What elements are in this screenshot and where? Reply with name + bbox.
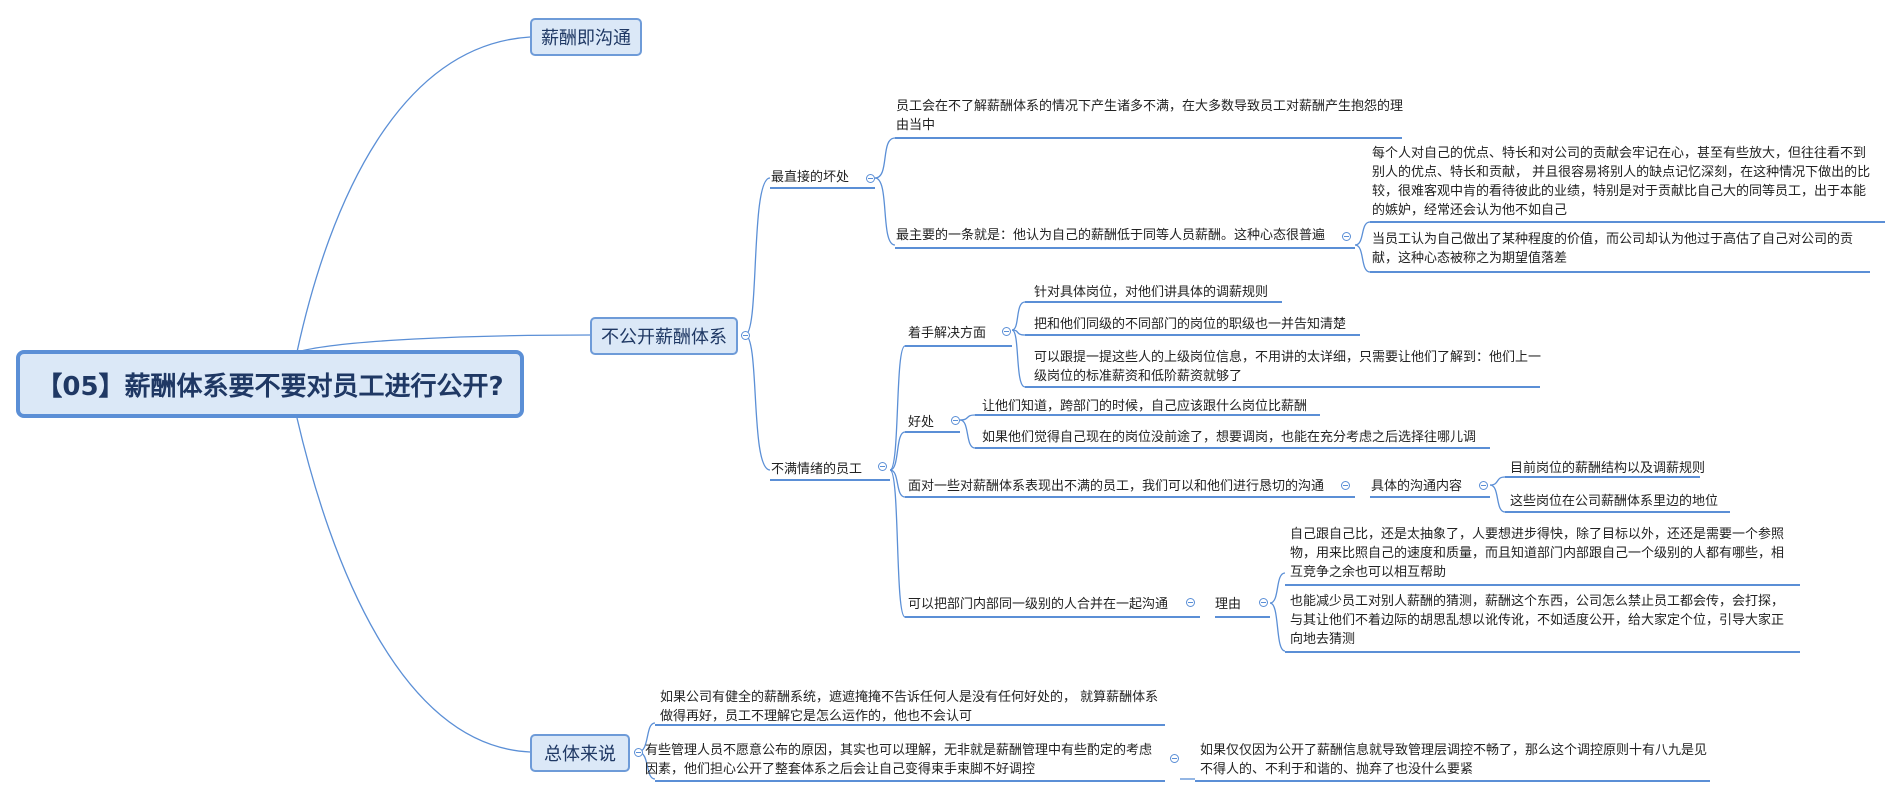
root-topic[interactable]: 【05】薪酬体系要不要对员工进行公开? [16, 350, 524, 418]
node-start-solve[interactable]: 着手解决方面 [908, 326, 987, 341]
node-direct-1[interactable]: 员工会在不了解薪酬体系的情况下产生诸多不满，在大多数导致员工对薪酬产生抱怨的理由… [896, 99, 1404, 133]
node-start-2[interactable]: 把和他们同级的不同部门的岗位的职级也一并告知清楚 [1034, 317, 1347, 332]
node-summary-1[interactable]: 如果公司有健全的薪酬系统，遮遮掩掩不告诉任何人是没有任何好处的， 就算薪酬体系做… [660, 690, 1159, 724]
collapse-toggle-icon[interactable] [866, 174, 875, 183]
node-benefit-2[interactable]: 如果他们觉得自己现在的岗位没前途了，想要调岗，也能在充分考虑之后选择往哪儿调 [982, 430, 1477, 445]
branch-not-public[interactable]: 不公开薪酬体系 [590, 317, 738, 355]
collapse-toggle-icon[interactable] [1186, 598, 1195, 607]
collapse-toggle-icon[interactable] [1342, 232, 1351, 241]
node-summary-2a[interactable]: 如果仅仅因为公开了薪酬信息就导致管理层调控不畅了，那么这个调控原则十有八九是见不… [1200, 743, 1708, 777]
collapse-toggle-icon[interactable] [634, 748, 643, 757]
node-unhappy-staff[interactable]: 不满情绪的员工 [771, 462, 863, 477]
node-comm-content[interactable]: 具体的沟通内容 [1371, 479, 1463, 494]
node-summary-2[interactable]: 有些管理人员不愿意公布的原因，其实也可以理解，无非就是薪酬管理中有些酌定的考虑因… [645, 743, 1153, 777]
collapse-toggle-icon[interactable] [1479, 481, 1488, 490]
node-merge-level[interactable]: 可以把部门内部同一级别的人合并在一起沟通 [908, 597, 1169, 612]
node-content-1[interactable]: 目前岗位的薪酬结构以及调薪规则 [1510, 461, 1706, 476]
node-direct-2[interactable]: 最主要的一条就是：他认为自己的薪酬低于同等人员薪酬。这种心态很普遍 [896, 228, 1326, 243]
collapse-toggle-icon[interactable] [951, 416, 960, 425]
collapse-toggle-icon[interactable] [878, 462, 887, 471]
node-start-3[interactable]: 可以跟提一提这些人的上级岗位信息，不用讲的太详细，只需要让他们了解到：他们上一级… [1034, 350, 1542, 384]
collapse-toggle-icon[interactable] [1002, 327, 1011, 336]
node-benefit-1[interactable]: 让他们知道，跨部门的时候，自己应该跟什么岗位比薪酬 [982, 399, 1308, 414]
collapse-toggle-icon[interactable] [1259, 598, 1268, 607]
node-reason[interactable]: 理由 [1215, 597, 1242, 612]
node-start-1[interactable]: 针对具体岗位，对他们讲具体的调薪规则 [1034, 285, 1269, 300]
node-benefit[interactable]: 好处 [908, 415, 935, 430]
node-reason-2[interactable]: 也能减少员工对别人薪酬的猜测，薪酬这个东西，公司怎么禁止员工都会传，会打探，与其… [1290, 594, 1785, 647]
collapse-toggle-icon[interactable] [1170, 754, 1179, 763]
node-face-unhappy[interactable]: 面对一些对薪酬体系表现出不满的员工，我们可以和他们进行恳切的沟通 [908, 479, 1325, 494]
branch-salary-communication[interactable]: 薪酬即沟通 [530, 18, 642, 56]
node-direct-harm[interactable]: 最直接的坏处 [771, 170, 850, 185]
node-direct-2b[interactable]: 当员工认为自己做出了某种程度的价值，而公司却认为他过于高估了自己对公司的贡献，这… [1372, 232, 1854, 266]
node-reason-1[interactable]: 自己跟自己比，还是太抽象了，人要想进步得快，除了目标以外，还还是需要一个参照物，… [1290, 527, 1785, 580]
branch-summary[interactable]: 总体来说 [530, 734, 630, 772]
collapse-toggle-icon[interactable] [741, 331, 750, 340]
node-direct-2a[interactable]: 每个人对自己的优点、特长和对公司的贡献会牢记在心，甚至有些放大，但往往看不到别人… [1372, 146, 1871, 218]
collapse-toggle-icon[interactable] [1341, 481, 1350, 490]
node-content-2[interactable]: 这些岗位在公司薪酬体系里边的地位 [1510, 494, 1719, 509]
